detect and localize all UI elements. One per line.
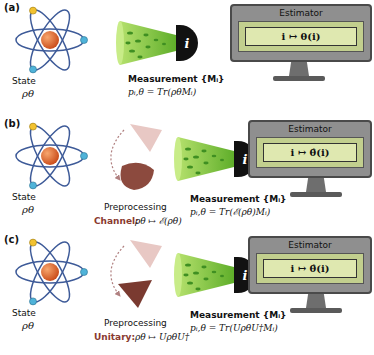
state-label: State bbox=[12, 192, 36, 203]
estimator-monitor: Estimator i ↦ θ(i) bbox=[230, 4, 372, 62]
state-symbol: ρθ bbox=[22, 320, 34, 332]
measurement-label: Measurement {Mᵢ} bbox=[190, 194, 287, 205]
preprocessing-label: Preprocessing bbox=[104, 202, 167, 213]
measurement-label: Measurement {Mᵢ} bbox=[128, 74, 225, 85]
outcome-symbol: i bbox=[243, 152, 248, 167]
panel-tag: (b) bbox=[4, 118, 20, 130]
estimator-monitor: Estimator i ↦ θ̂(i) bbox=[248, 236, 372, 294]
state-label: State bbox=[12, 76, 36, 87]
monitor-screen: i ↦ θ̂(i) bbox=[256, 137, 364, 168]
measurement-label: Measurement {Mᵢ} bbox=[190, 310, 287, 321]
state-symbol: ρθ bbox=[22, 88, 34, 100]
channel-type: Channel: bbox=[94, 216, 139, 227]
outcome-symbol: i bbox=[243, 268, 248, 283]
probability-formula: pᵢ,θ = Tr(UρθU†Mᵢ) bbox=[190, 323, 278, 334]
monitor-screen: i ↦ θ̂(i) bbox=[256, 253, 364, 284]
estimator-map: i ↦ θ̂(i) bbox=[263, 259, 357, 278]
map-formula: ρθ ↦ UρθU† bbox=[135, 332, 189, 343]
detector: i bbox=[176, 25, 198, 61]
estimator-monitor: Estimator i ↦ θ̂(i) bbox=[248, 120, 372, 178]
estimator-title: Estimator bbox=[256, 124, 364, 135]
estimator-map: i ↦ θ(i) bbox=[245, 27, 357, 46]
estimator-title: Estimator bbox=[238, 8, 364, 19]
outcome-symbol: i bbox=[185, 36, 190, 51]
state-symbol: ρθ bbox=[22, 204, 34, 216]
probability-formula: pᵢ,θ = Tr(ℰ(ρθ)Mᵢ) bbox=[190, 207, 270, 218]
panel-tag: (a) bbox=[4, 2, 20, 14]
map-formula: ρθ ↦ ℰ(ρθ) bbox=[135, 216, 182, 227]
state-label: State bbox=[12, 308, 36, 319]
monitor-screen: i ↦ θ(i) bbox=[238, 21, 364, 52]
probability-formula: pᵢ,θ = Tr(ρθMᵢ) bbox=[128, 87, 196, 98]
panel-tag: (c) bbox=[4, 234, 19, 246]
preprocessing-label: Preprocessing bbox=[104, 318, 167, 329]
estimator-map: i ↦ θ̂(i) bbox=[263, 143, 357, 162]
channel-type: Unitary: bbox=[94, 332, 135, 343]
estimator-title: Estimator bbox=[256, 240, 364, 251]
